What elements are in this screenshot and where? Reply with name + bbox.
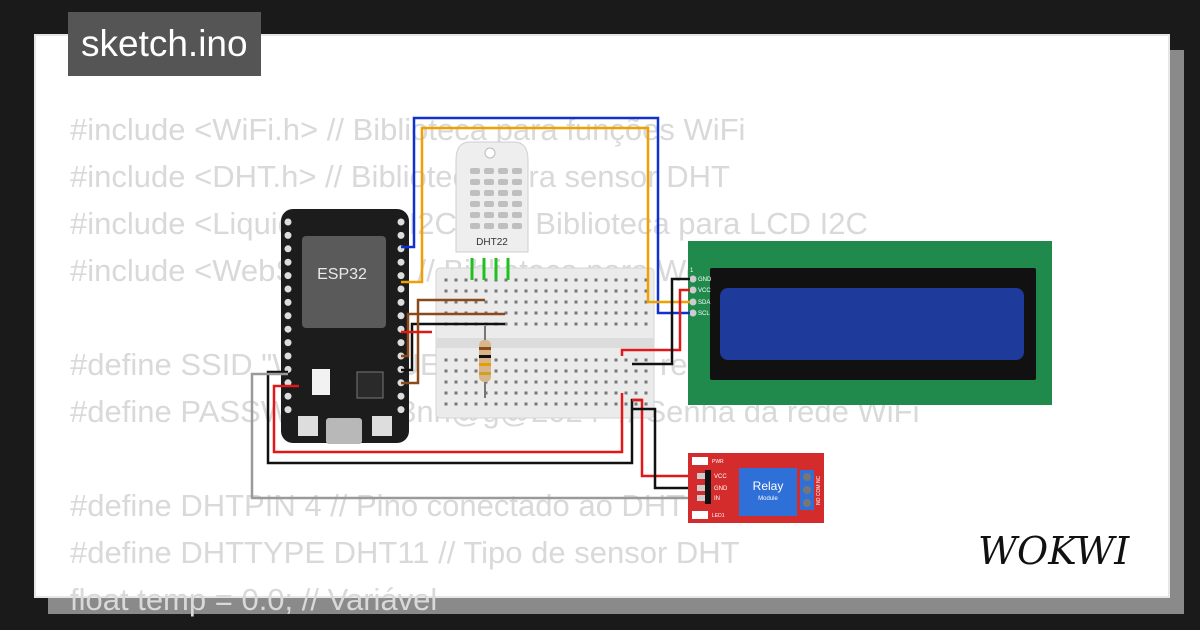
- code-line: #include <WiFi.h> // Biblioteca para fun…: [70, 112, 746, 147]
- relay-led-label: LED1: [712, 513, 725, 519]
- lcd-pin-label: GND: [698, 277, 712, 283]
- relay-contacts-label: NO COM NC: [816, 475, 822, 505]
- code-line: #include <LiquidCrystal_I2C.h> // Biblio…: [70, 206, 868, 241]
- wokwi-logo-text: WOKWI: [978, 529, 1130, 573]
- relay-pwr-label: PWR: [712, 459, 724, 465]
- lcd-pin-label: VCC: [698, 288, 711, 294]
- relay-module: Relay Module PWR LED1 NO COM NC VCC GND IN: [688, 453, 824, 523]
- lcd-pin-label: SDA: [698, 300, 710, 306]
- file-tab: sketch.ino: [68, 12, 261, 76]
- code-line: #define DHTPIN 4 // Pino conectado ao DH…: [70, 488, 686, 523]
- esp32-label: ESP32: [317, 266, 367, 283]
- wokwi-logo: WOKWI: [978, 529, 1130, 573]
- resistor: [479, 326, 491, 398]
- code-line: #define DHTTYPE DHT11 // Tipo de sensor …: [70, 535, 740, 570]
- relay-pin-label: GND: [714, 486, 728, 492]
- lcd-pin-index: 1: [690, 268, 694, 274]
- dht-label: DHT22: [476, 237, 508, 248]
- esp32-board: ESP32: [281, 209, 409, 444]
- lcd-display: GND VCC SDA SCL 1: [688, 241, 1052, 405]
- relay-pin-label: IN: [714, 496, 720, 502]
- dht22-sensor: DHT22: [455, 141, 529, 253]
- relay-subtitle: Module: [758, 496, 778, 502]
- relay-title: Relay: [753, 479, 784, 493]
- relay-pin-label: VCC: [714, 474, 727, 480]
- wires: [250, 116, 703, 500]
- lcd-pin-label: SCL: [698, 311, 710, 317]
- code-line: float temp = 0.0; // Variável: [70, 582, 438, 617]
